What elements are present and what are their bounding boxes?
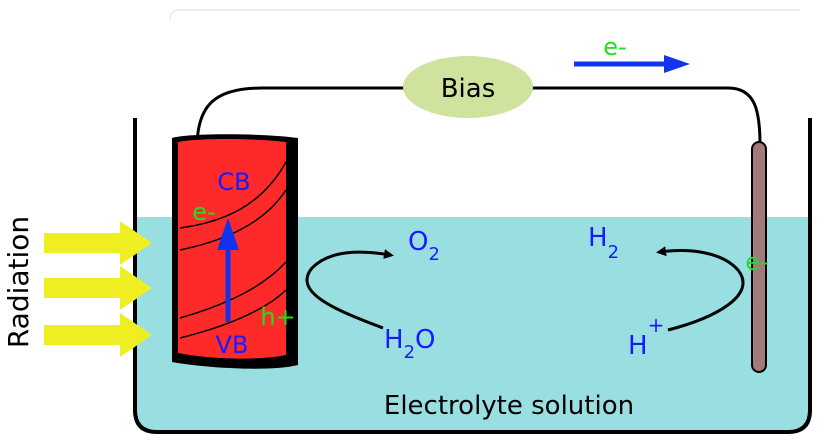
electron-flow-label: e- — [603, 33, 626, 61]
hole-label: h+ — [260, 303, 295, 331]
valence-band-label: VB — [216, 331, 249, 359]
radiation-arrow-2 — [44, 266, 152, 310]
o2-label: O2 — [408, 227, 440, 265]
bias-label: Bias — [441, 74, 496, 104]
electron-flow-arrow-head — [664, 55, 690, 73]
oxidation-arrow — [305, 249, 394, 330]
radiation-arrows — [44, 221, 152, 357]
h2-label: H2 — [588, 223, 619, 263]
electrolyte-solution — [135, 217, 810, 430]
beaker-rim — [169, 9, 800, 21]
beaker-outline — [133, 118, 812, 434]
radiation-label: Radiation — [2, 216, 35, 348]
conduction-band-label: CB — [217, 168, 250, 196]
electrolyte-label: Electrolyte solution — [384, 391, 634, 421]
excitation-arrow-head — [217, 218, 239, 250]
radiation-arrow-3 — [44, 313, 152, 357]
hplus-label: H+ — [628, 313, 664, 361]
radiation-arrow-1 — [44, 221, 152, 265]
bias-source — [403, 56, 533, 118]
reduction-arrow — [656, 246, 745, 332]
circuit-wire — [195, 86, 762, 149]
anode-electron-label: e- — [192, 198, 215, 226]
h2o-label: H2O — [384, 325, 435, 363]
cathode — [751, 141, 767, 373]
cathode-electron-label: e- — [745, 248, 768, 276]
